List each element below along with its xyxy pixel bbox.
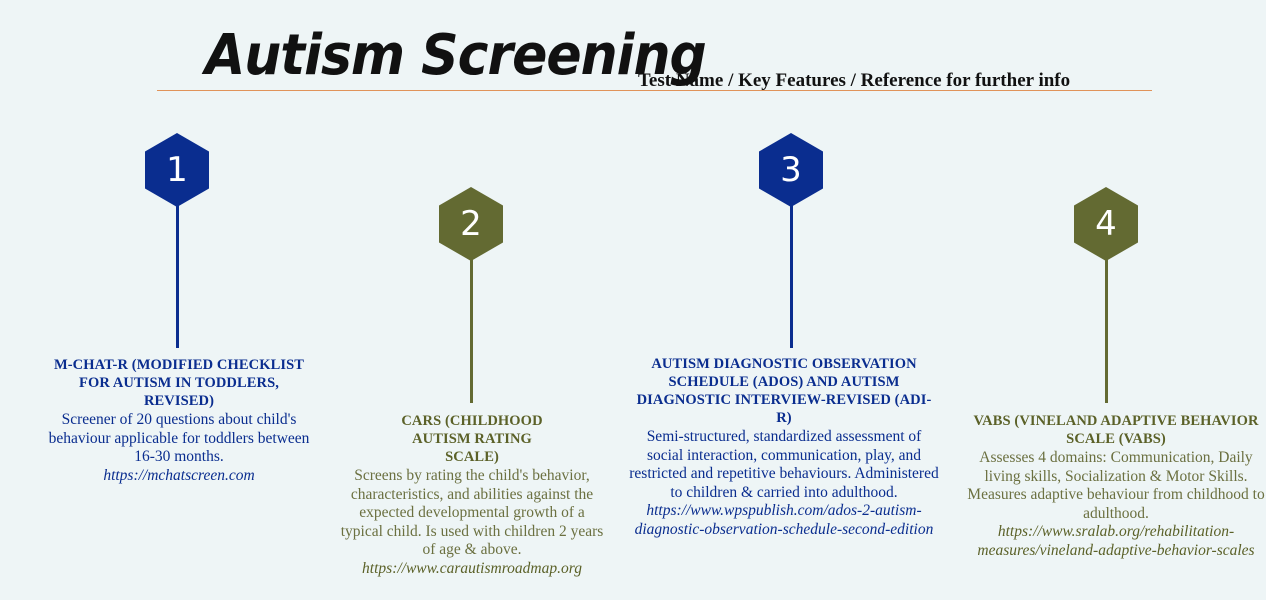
step-4-link[interactable]: https://www.sralab.org/rehabilitation-me… bbox=[977, 523, 1255, 559]
step-4-description: Assesses 4 domains: Communication, Daily… bbox=[967, 449, 1265, 522]
header-divider bbox=[157, 90, 1152, 91]
step-4-connector bbox=[1105, 259, 1108, 403]
step-2-card: CARS (CHILDHOOD AUTISM RATING SCALE) Scr… bbox=[338, 412, 606, 578]
step-1-card: M-CHAT-R (MODIFIED CHECKLIST FOR AUTISM … bbox=[38, 356, 320, 485]
step-4-hexagon: 4 bbox=[1074, 187, 1138, 261]
infographic: Autism Screening Test Name / Key Feature… bbox=[38, 23, 1265, 578]
step-3-title: AUTISM DIAGNOSTIC OBSERVATION SCHEDULE (… bbox=[636, 356, 932, 426]
step-1-link[interactable]: https://mchatscreen.com bbox=[103, 466, 255, 484]
step-1-number: 1 bbox=[166, 150, 188, 190]
step-2-title: CARS (CHILDHOOD AUTISM RATING SCALE) bbox=[401, 413, 543, 465]
step-3-card: AUTISM DIAGNOSTIC OBSERVATION SCHEDULE (… bbox=[624, 355, 944, 539]
step-3-number: 3 bbox=[780, 150, 802, 190]
step-3-hexagon: 3 bbox=[759, 133, 823, 207]
step-3-description: Semi-structured, standardized assessment… bbox=[629, 428, 939, 501]
step-3-link[interactable]: https://www.wpspublish.com/ados-2-autism… bbox=[634, 502, 934, 538]
page-title: Autism Screening bbox=[205, 23, 707, 88]
step-3-connector bbox=[790, 205, 793, 348]
step-2-description: Screens by rating the child's behavior, … bbox=[340, 467, 604, 558]
step-2-connector bbox=[470, 259, 473, 403]
step-1-connector bbox=[176, 205, 179, 348]
step-4-title: VABS (VINELAND ADAPTIVE BEHAVIOR SCALE (… bbox=[973, 413, 1259, 447]
step-4-number: 4 bbox=[1095, 204, 1117, 244]
header-subtitle: Test Name / Key Features / Reference for… bbox=[638, 70, 1071, 91]
step-1-title: M-CHAT-R (MODIFIED CHECKLIST FOR AUTISM … bbox=[53, 357, 305, 409]
step-2-number: 2 bbox=[460, 204, 482, 244]
step-1-hexagon: 1 bbox=[145, 133, 209, 207]
step-2-link[interactable]: https://www.carautismroadmap.org bbox=[362, 559, 582, 577]
step-1-description: Screener of 20 questions about child's b… bbox=[48, 411, 310, 465]
step-4-card: VABS (VINELAND ADAPTIVE BEHAVIOR SCALE (… bbox=[966, 412, 1264, 560]
step-2-hexagon: 2 bbox=[439, 187, 503, 261]
